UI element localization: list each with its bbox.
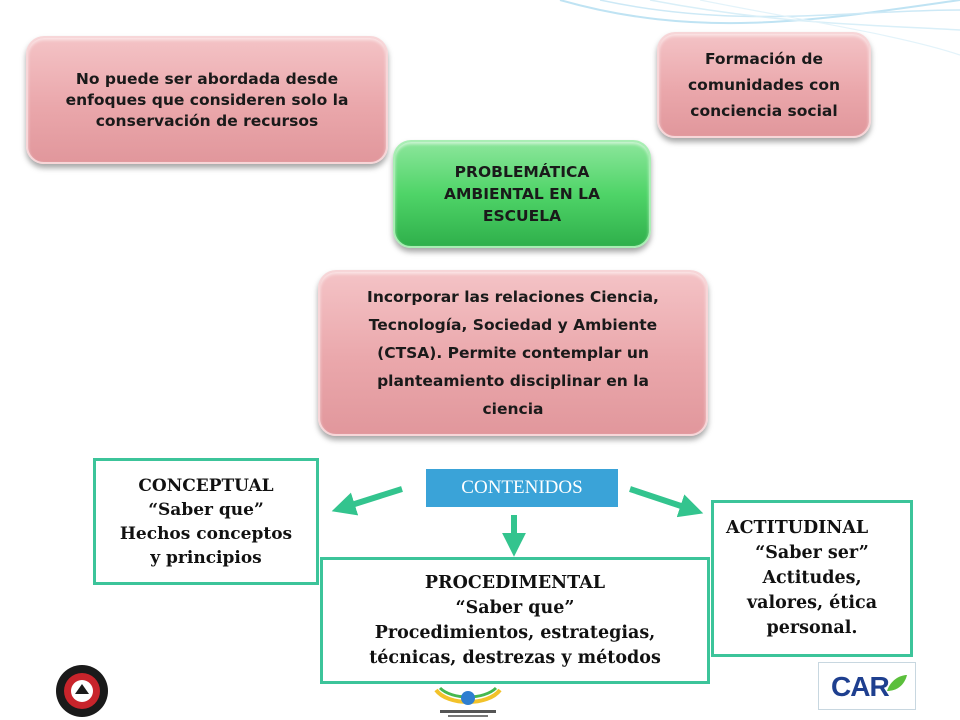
pill-line: PROBLEMÁTICA (454, 163, 590, 181)
box-line: Actitudes, (762, 568, 862, 588)
contenidos-label: CONTENIDOS (426, 469, 618, 507)
arrow-to-conceptual (331, 486, 403, 516)
pill-no-puede-ser-abordada: No puede ser abordada desde enfoques que… (26, 36, 388, 164)
pill-line: ESCUELA (482, 207, 562, 225)
pill-line: planteamiento disciplinar en la (377, 372, 649, 390)
box-line: “Saber que” (148, 499, 264, 520)
consultorio-ambiental-logo (434, 686, 502, 717)
box-line: Hechos conceptos (119, 523, 293, 544)
box-line: ACTITUDINAL (726, 518, 869, 538)
pill-ctsa: Incorporar las relaciones Ciencia, Tecno… (318, 270, 708, 436)
pill-line: conciencia social (690, 102, 838, 120)
pill-line: Formación de (704, 50, 824, 68)
pill-line: Tecnología, Sociedad y Ambiente (368, 316, 658, 334)
box-line: técnicas, destrezas y métodos (369, 647, 661, 668)
box-procedimental: PROCEDIMENTAL “Saber que” Procedimientos… (320, 557, 710, 684)
box-line: “Saber ser” (755, 543, 869, 563)
pill-line: conservación de recursos (95, 111, 319, 130)
pill-line: AMBIENTAL EN LA (443, 185, 601, 203)
pill-line: comunidades con (687, 76, 841, 94)
arrow-to-actitudinal (629, 486, 704, 518)
box-line: personal. (766, 618, 858, 638)
pill-line: No puede ser abordada desde (75, 69, 339, 88)
pill-line: (CTSA). Permite contemplar un (377, 344, 649, 362)
car-logo-text: CAR (831, 671, 890, 702)
box-line: PROCEDIMENTAL (424, 572, 606, 593)
pill-line: Incorporar las relaciones Ciencia, (367, 288, 659, 306)
pill-formacion-comunidades: Formación de comunidades con conciencia … (657, 32, 871, 138)
box-line: y principios (150, 547, 262, 568)
box-conceptual: CONCEPTUAL “Saber que” Hechos conceptos … (93, 458, 319, 585)
pill-line: enfoques que consideren solo la (65, 90, 349, 109)
box-line: valores, ética (746, 593, 878, 613)
box-line: “Saber que” (455, 597, 575, 618)
leaf-icon (887, 675, 907, 691)
university-seal-logo (56, 665, 108, 717)
box-actitudinal: ACTITUDINAL “Saber ser” Actitudes, valor… (711, 500, 913, 657)
car-logo: CAR (818, 662, 916, 710)
box-line: CONCEPTUAL (138, 475, 274, 496)
box-line: Procedimientos, estrategias, (374, 622, 656, 643)
pill-problematica-ambiental: PROBLEMÁTICA AMBIENTAL EN LA ESCUELA (393, 140, 651, 248)
pill-line: ciencia (482, 400, 544, 418)
